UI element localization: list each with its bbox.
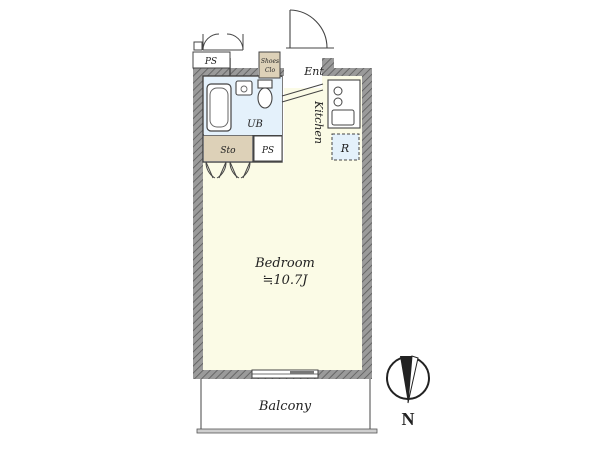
kitchen-counter <box>327 79 361 129</box>
balcony-label: Balcony <box>258 399 312 414</box>
entrance-door-icon <box>289 9 328 49</box>
inner-ps-label: PS <box>261 146 274 156</box>
storage-label: Sto <box>220 146 236 156</box>
bedroom-area: ≒10.7J <box>262 273 308 288</box>
bedroom-floor <box>203 162 362 370</box>
entrance-label: Ent <box>303 65 324 78</box>
balcony-window-icon <box>251 369 319 379</box>
outer-ps-label: PS <box>204 57 217 67</box>
shoes-closet-label-line1: Shoes <box>261 58 279 65</box>
compass-icon <box>386 355 430 404</box>
ps-door-icon <box>193 33 244 51</box>
entrance-floor <box>284 58 322 88</box>
storage-floor <box>204 136 252 161</box>
bathtub-icon <box>206 83 232 132</box>
kitchen-label: Kitchen <box>312 100 325 144</box>
unit-bath-label: UB <box>247 119 263 130</box>
washbasin-icon <box>235 80 253 96</box>
bedroom-label: Bedroom <box>254 256 315 271</box>
inner-pipe-space <box>253 135 283 162</box>
shoes-closet-label-line2: Clo <box>265 67 276 74</box>
balcony-outline <box>196 379 378 434</box>
shoes-closet-floor <box>258 51 281 79</box>
storage-door-icon <box>205 161 251 179</box>
refrigerator-space <box>331 133 360 161</box>
compass-north-label: N <box>402 409 415 429</box>
outer-pipe-space <box>192 51 231 69</box>
toilet-icon <box>257 79 273 109</box>
refrigerator-label: R <box>340 142 349 155</box>
